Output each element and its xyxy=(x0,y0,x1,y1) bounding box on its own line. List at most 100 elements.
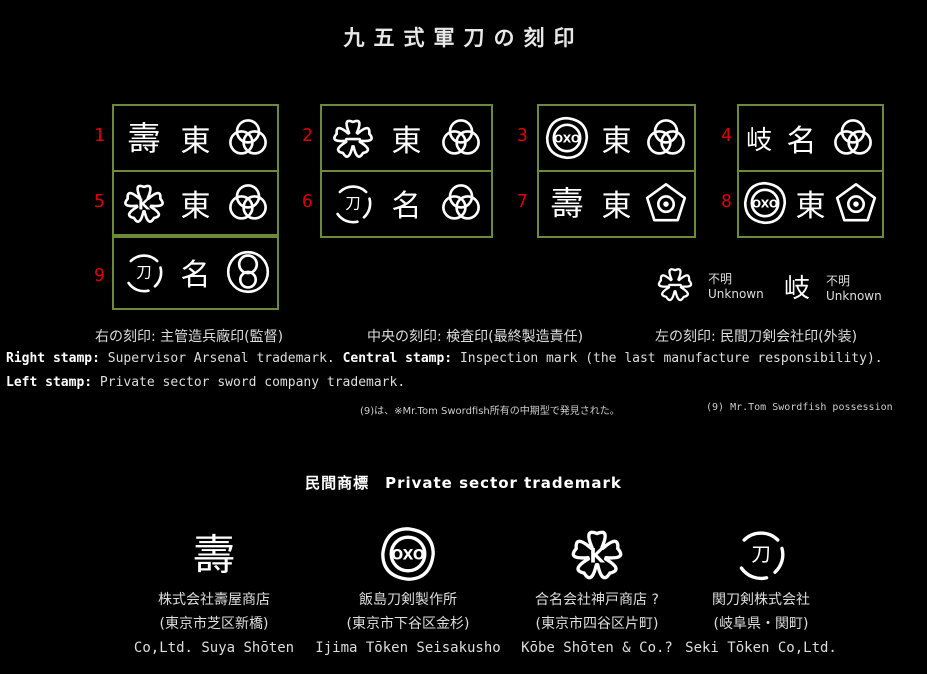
right-stamp-icon xyxy=(439,181,483,225)
left-stamp-icon: OXO xyxy=(545,116,589,160)
stamp-number: 7 xyxy=(517,191,528,212)
legend-label-en: Unknown xyxy=(708,287,764,301)
right-stamp-icon xyxy=(226,116,270,160)
stamp-row: K 東 xyxy=(114,170,277,234)
note-line: (9)は、※Mr.Tom Swordfish所有の中期型で発見された。 xyxy=(360,402,620,417)
note-line: (9) Mr.Tom Swordfish possession xyxy=(706,402,893,413)
stamp-row: 刀 名 xyxy=(322,170,491,234)
stamp-row: 東 xyxy=(322,106,491,170)
legend-label: 不明 Unknown xyxy=(826,274,882,304)
center-stamp: 東 xyxy=(601,189,632,224)
legend-label: 不明 Unknown xyxy=(708,272,764,302)
svg-text:K: K xyxy=(589,544,605,567)
stamp-number: 1 xyxy=(94,125,105,146)
right-stamp-label: Right stamp: xyxy=(6,351,100,366)
left-stamp-label: Left stamp: xyxy=(6,375,93,390)
right-stamp-icon xyxy=(644,181,688,225)
section-title: 民間商標 Private sector trademark xyxy=(305,474,622,492)
stamp-group-3: OXO 東 壽 東 xyxy=(537,104,696,238)
legend-unknown-sakura-icon xyxy=(656,265,694,303)
stamp-row: OXO 東 xyxy=(539,106,694,170)
center-stamp: 名 xyxy=(391,189,422,224)
central-stamp-text: Inspection mark (the last manufacture re… xyxy=(459,351,883,366)
svg-text:OXO: OXO xyxy=(554,132,580,145)
left-stamp-icon xyxy=(331,116,375,160)
desc-right-ja: 右の刻印: 主管造兵廠印(監督) xyxy=(95,329,284,345)
stamp-row: 岐 名 xyxy=(739,106,882,170)
svg-text:壽: 壽 xyxy=(127,119,160,158)
right-stamp-text: Supervisor Arsenal trademark. xyxy=(107,351,335,366)
stamp-number: 2 xyxy=(302,125,313,146)
desc-ja-line: 左の刻印: 民間刀剣会社印(外装) xyxy=(655,326,857,346)
center-stamp: 名 xyxy=(786,124,817,159)
company-name: 関刀剣株式会社 xyxy=(712,592,810,608)
company-logo-icon: 刀 xyxy=(666,520,856,588)
page-title: 九五式軍刀の刻印 xyxy=(343,26,584,50)
desc-en-line: Right stamp: Supervisor Arsenal trademar… xyxy=(6,351,883,366)
company-card: OXO 飯島刀剣製作所 (東京市下谷区金杉) Ijima Tōken Seisa… xyxy=(313,520,503,660)
desc-left-ja: 左の刻印: 民間刀剣会社印(外装) xyxy=(655,329,858,345)
svg-text:刀: 刀 xyxy=(136,264,151,282)
stamp-row: 刀 名 xyxy=(114,238,277,306)
note-en: (9) Mr.Tom Swordfish possession xyxy=(706,402,893,413)
legend-label-en: Unknown xyxy=(826,289,882,303)
company-card: K 合名会社神戸商店 ? (東京市四谷区片町) Kōbe Shōten & Co… xyxy=(502,520,692,660)
company-name-en: Ijima Tōken Seisakusho xyxy=(315,640,501,656)
left-stamp-icon: K xyxy=(122,181,166,225)
note-ja: (9)は、※Mr.Tom Swordfish所有の中期型で発見された。 xyxy=(360,406,620,417)
stamp-group-5: 刀 名 xyxy=(112,234,279,310)
left-stamp-text: Private sector sword company trademark. xyxy=(99,375,406,390)
desc-en-line: Left stamp: Private sector sword company… xyxy=(6,375,405,390)
company-place: (岐阜県・関町) xyxy=(713,616,809,632)
right-stamp-icon xyxy=(439,116,483,160)
left-stamp-icon: 壽 xyxy=(122,116,166,160)
center-stamp: 東 xyxy=(180,189,211,224)
desc-ja-line: 右の刻印: 主管造兵廠印(監督) xyxy=(95,326,283,346)
stamp-group-1: 壽 東 K 東 xyxy=(112,104,279,238)
left-stamp-icon: 刀 xyxy=(122,250,166,294)
company-card: 刀 関刀剣株式会社 (岐阜県・関町) Seki Tōken Co,Ltd. xyxy=(666,520,856,660)
svg-text:刀: 刀 xyxy=(751,543,771,566)
company-place: (東京市下谷区金杉) xyxy=(346,616,470,632)
company-name-en: Kōbe Shōten & Co.? xyxy=(521,640,673,656)
svg-text:K: K xyxy=(138,196,151,214)
legend-label-ja: 不明 xyxy=(826,274,851,288)
stamp-number: 8 xyxy=(721,191,732,212)
center-stamp: 東 xyxy=(391,124,422,159)
stamp-number: 5 xyxy=(94,191,105,212)
company-place: (東京市芝区新橋) xyxy=(159,616,269,632)
company-card: 壽 株式会社壽屋商店 (東京市芝区新橋) Co,Ltd. Suya Shōten xyxy=(119,520,309,660)
company-name-en: Co,Ltd. Suya Shōten xyxy=(133,640,295,656)
stamp-row: 壽 東 xyxy=(539,170,694,234)
stamp-number: 9 xyxy=(94,265,105,286)
stamp-row: OXO 東 xyxy=(739,170,882,234)
company-logo-icon: K xyxy=(502,520,692,588)
legend-label-ja: 不明 xyxy=(708,272,733,286)
center-stamp: 東 xyxy=(601,124,632,159)
svg-text:壽: 壽 xyxy=(551,184,584,223)
right-stamp-icon xyxy=(644,116,688,160)
svg-text:刀: 刀 xyxy=(345,195,360,213)
stamp-number: 6 xyxy=(302,191,313,212)
company-name: 株式会社壽屋商店 xyxy=(158,592,270,608)
stamp-group-2: 東 刀 名 xyxy=(320,104,493,238)
right-stamp-icon xyxy=(226,181,270,225)
stamp-row: 壽 東 xyxy=(114,106,277,170)
company-logo-icon: 壽 xyxy=(119,520,309,588)
company-name: 合名会社神戸商店 ? xyxy=(535,592,659,608)
left-stamp-icon: 刀 xyxy=(331,181,375,225)
company-logo-icon: OXO xyxy=(313,520,503,588)
svg-text:OXO: OXO xyxy=(752,197,778,210)
center-stamp: 名 xyxy=(180,258,211,293)
left-stamp-icon: OXO xyxy=(743,181,787,225)
stamp-number: 4 xyxy=(721,125,732,146)
left-stamp-icon: 岐 xyxy=(746,125,773,156)
svg-text:OXO: OXO xyxy=(391,548,425,564)
desc-center-ja: 中央の刻印: 検査印(最終製造責任) xyxy=(367,329,584,345)
company-place: (東京市四谷区片町) xyxy=(535,616,659,632)
right-stamp-icon xyxy=(834,181,878,225)
stamp-group-4: 岐 名 OXO 東 xyxy=(737,104,884,238)
svg-text:壽: 壽 xyxy=(193,530,235,579)
company-name-en: Seki Tōken Co,Ltd. xyxy=(685,640,837,656)
central-stamp-label: Central stamp: xyxy=(342,351,453,366)
